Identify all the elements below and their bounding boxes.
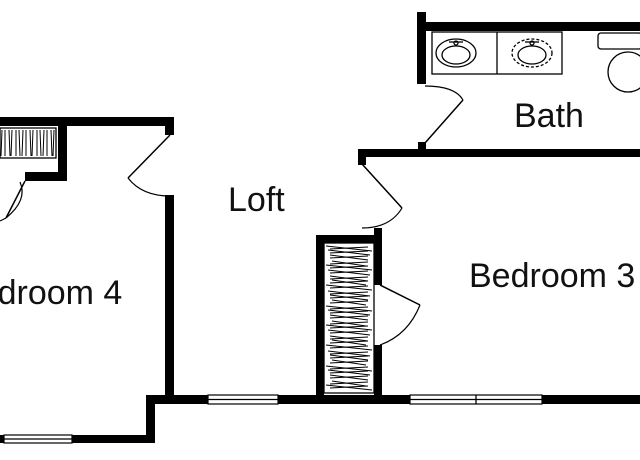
closet-hanger-line — [329, 325, 369, 329]
closet-hanger-line — [329, 291, 369, 295]
bath-vanity-counter — [431, 31, 563, 75]
bedroom3-closet-right-wall-upper — [374, 228, 382, 285]
bath-bedroom3-divider-wall — [358, 149, 640, 157]
closet-hanger-line — [329, 306, 369, 310]
closet-hanger-line — [29, 129, 32, 157]
bedroom4-bump-wall — [146, 395, 155, 443]
room-label-loft: Loft — [228, 181, 285, 219]
bath-left-wall — [417, 12, 426, 84]
closet-hanger-line — [329, 370, 369, 374]
closet-hanger-line — [52, 129, 55, 157]
closet-hanger-line — [329, 385, 369, 389]
closet-hanger-line — [39, 129, 42, 157]
closet-hanger-line — [329, 360, 369, 364]
closet-hanger-line — [21, 129, 24, 157]
closet-hanger-line — [329, 285, 369, 289]
closet-hanger-line — [329, 276, 369, 280]
closet-hanger-line — [329, 366, 369, 370]
closet-hanger-line — [329, 351, 369, 355]
closet-hatching-bedroom4 — [0, 127, 57, 159]
closet-hanger-line — [50, 129, 53, 157]
room-label-bath: Bath — [514, 97, 584, 135]
closet-hanger-line — [329, 261, 369, 265]
doors — [0, 85, 464, 346]
bedroom3-closet-left-wall — [316, 235, 324, 400]
closet-hanger-line — [329, 336, 369, 340]
window-bedroom4 — [3, 434, 73, 444]
closet-hanger-line — [329, 321, 369, 325]
closet-hanger-line — [42, 129, 45, 157]
loft-left-wall-upper — [165, 117, 174, 135]
walls — [0, 12, 640, 443]
door-bath — [424, 85, 464, 144]
closet-hanger-line — [329, 280, 369, 284]
closet-hanger-line — [329, 300, 369, 304]
closet-hanger-line — [329, 345, 369, 349]
bath-top-wall — [417, 22, 640, 31]
closet-hanger-line — [0, 129, 3, 157]
bedroom4-closet-bottom-wall — [25, 172, 67, 181]
closet-hanger-line — [8, 129, 11, 157]
bottom-exterior-wall — [146, 395, 640, 404]
bedroom3-closet-right-wall-lower — [374, 345, 382, 400]
closet-hanger-line — [329, 355, 369, 359]
door-bedroom3 — [361, 163, 403, 229]
window-bedroom3 — [409, 394, 543, 405]
bedroom4-closet-side-wall — [58, 117, 67, 181]
closet-hanger-line — [329, 340, 369, 344]
closet-hanger-line — [329, 295, 369, 299]
closet-hanger-line — [329, 315, 369, 319]
door-bedroom4 — [127, 134, 171, 197]
closet-hanger-line — [31, 129, 34, 157]
windows — [3, 394, 543, 444]
closet-hanger-line — [329, 255, 369, 259]
room-label-bedroom3: Bedroom 3 — [469, 257, 635, 295]
bedroom4-bottom-wall — [0, 435, 155, 443]
closet-hanger-line — [329, 270, 369, 274]
room-label-bedroom4: Bedroom 4 — [0, 274, 122, 312]
toilet-icon — [597, 32, 640, 93]
closet-hanger-line — [329, 246, 369, 250]
loft-left-wall — [165, 195, 174, 400]
closet-hanger-line — [329, 310, 369, 314]
closet-hanger-line — [329, 375, 369, 379]
bath-fixtures — [431, 31, 640, 93]
closet-hatching-bedroom3 — [323, 242, 375, 394]
closet-hanger-line — [329, 250, 369, 254]
closet-hanger-line — [329, 265, 369, 269]
bedroom3-door-stub — [358, 149, 366, 165]
bedroom3-closet-top-wall — [316, 235, 382, 243]
closet-hanger-line — [329, 381, 369, 385]
door-bedroom3-closet — [379, 284, 421, 346]
window-loft — [207, 394, 279, 405]
closet-hanger-line — [18, 129, 21, 157]
door-bedroom4-closet — [0, 180, 26, 222]
closet-hanger-line — [10, 129, 13, 157]
sink-icon — [435, 38, 477, 68]
bedroom4-top-wall — [0, 117, 174, 126]
sink-icon — [511, 38, 553, 68]
closet-hanger-line — [329, 330, 369, 334]
